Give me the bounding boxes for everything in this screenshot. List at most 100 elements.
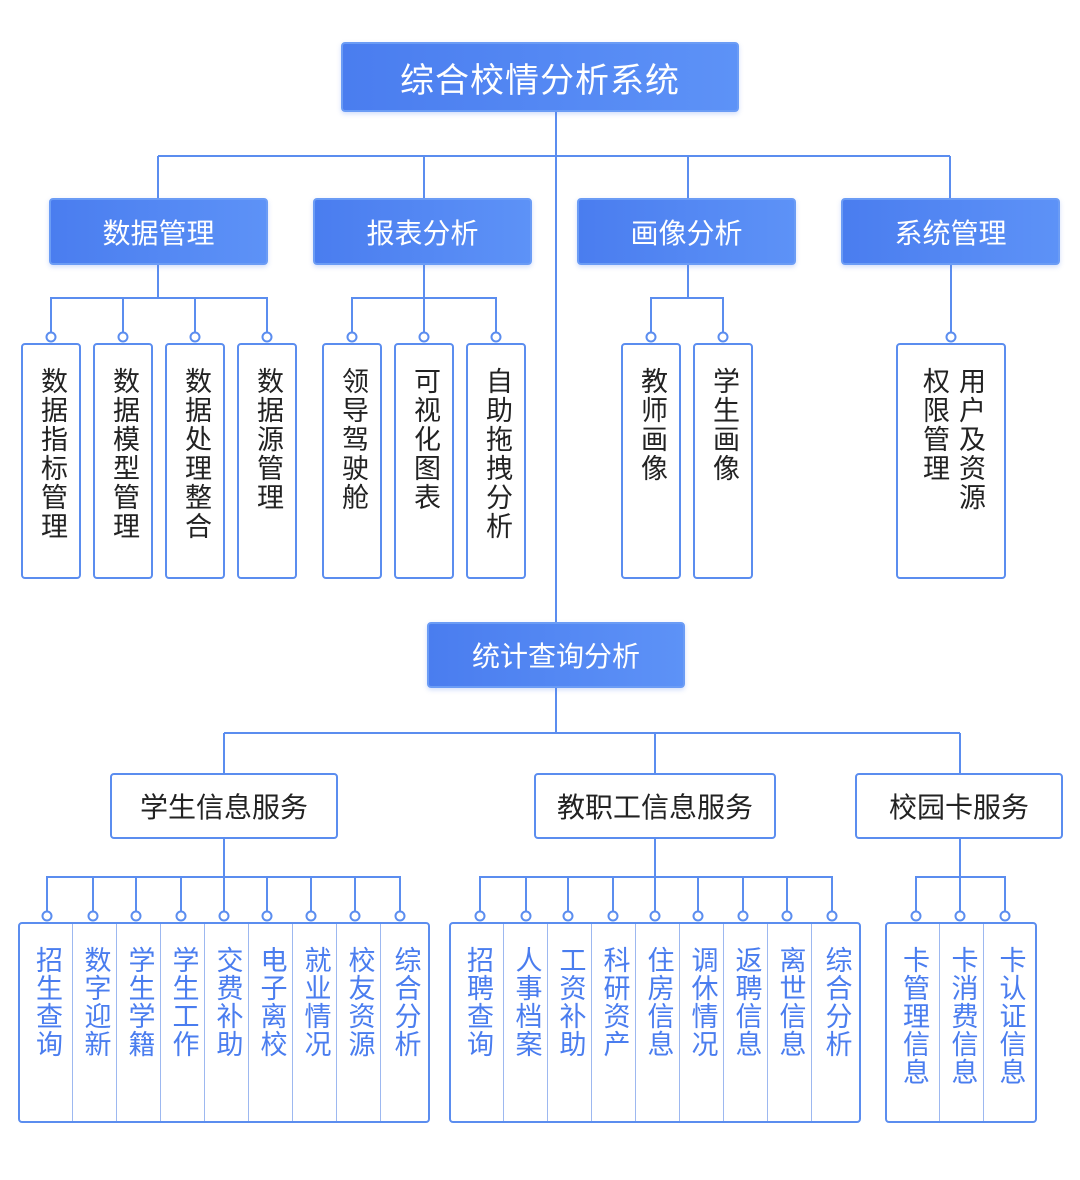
connector-dot — [261, 331, 273, 343]
connector-dot — [349, 910, 361, 922]
connector-line — [488, 297, 497, 306]
service-item: 科研资产 — [598, 946, 630, 1058]
leaf-label: 数据处理整合 — [180, 367, 211, 541]
connector-dot — [346, 331, 358, 343]
connector-dot — [218, 910, 230, 922]
divider — [380, 924, 381, 1121]
leaf-label: 自助拖拽分析 — [481, 367, 512, 541]
leaf-label: 可视化图表 — [409, 367, 440, 512]
connector-dot — [394, 910, 406, 922]
connector-line — [915, 876, 924, 885]
service-item: 调休情况 — [686, 946, 718, 1058]
leaf-data-model: 数据模型管理 — [93, 343, 153, 579]
connector-dot — [305, 910, 317, 922]
leaf-label: 学生画像 — [708, 367, 739, 483]
module-system-management: 系统管理 — [841, 198, 1060, 265]
module-portrait-analysis: 画像分析 — [577, 198, 796, 265]
connector-dot — [175, 910, 187, 922]
connector-dot — [117, 331, 129, 343]
leaf-label: 数据指标管理 — [36, 367, 67, 541]
connector-line — [479, 876, 488, 885]
divider — [336, 924, 337, 1121]
divider — [547, 924, 548, 1121]
leaf-label: 数据模型管理 — [108, 367, 139, 541]
connector-dot — [189, 331, 201, 343]
service-student: 学生信息服务 — [110, 773, 338, 839]
service-item: 学生学籍 — [123, 946, 155, 1058]
service-item: 交费补助 — [211, 946, 243, 1058]
divider — [939, 924, 940, 1121]
divider — [503, 924, 504, 1121]
service-item: 电子离校 — [255, 946, 287, 1058]
service-item: 卡认证信息 — [994, 946, 1026, 1086]
divider — [635, 924, 636, 1121]
divider — [591, 924, 592, 1121]
leaf-label: 用户及资源权限管理 — [918, 367, 985, 512]
staff-service-items: 招聘查询 人事档案 工资补助 科研资产 住房信息 调休情况 返聘信息 离世信息 … — [449, 922, 861, 1123]
connector-line — [392, 876, 401, 885]
service-item: 卡管理信息 — [898, 946, 929, 1086]
divider — [767, 924, 768, 1121]
service-item: 人事档案 — [510, 946, 542, 1058]
leaf-label: 教师画像 — [636, 367, 667, 483]
service-item: 离世信息 — [774, 946, 806, 1058]
leaf-data-indicator: 数据指标管理 — [21, 343, 81, 579]
service-staff: 教职工信息服务 — [534, 773, 776, 839]
connector-dot — [999, 910, 1011, 922]
divider — [204, 924, 205, 1121]
student-service-items: 招生查询 数字迎新 学生学籍 学生工作 交费补助 电子离校 就业情况 校友资源 … — [18, 922, 430, 1123]
connector-dot — [910, 910, 922, 922]
divider — [679, 924, 680, 1121]
divider — [292, 924, 293, 1121]
campus-card-items: 卡管理信息 卡消费信息 卡认证信息 — [885, 922, 1037, 1123]
leaf-cockpit: 领导驾驶舱 — [322, 343, 382, 579]
connector-dot — [826, 910, 838, 922]
service-item: 数字迎新 — [79, 946, 111, 1058]
connector-line — [997, 876, 1006, 885]
service-item: 住房信息 — [642, 946, 674, 1058]
connector-dot — [781, 910, 793, 922]
service-item: 工资补助 — [554, 946, 586, 1058]
service-item: 学生工作 — [167, 946, 199, 1058]
connector-line — [259, 297, 268, 306]
leaf-student-portrait: 学生画像 — [693, 343, 753, 579]
service-item: 招聘查询 — [462, 946, 493, 1058]
divider — [72, 924, 73, 1121]
service-item: 卡消费信息 — [946, 946, 978, 1086]
service-item: 招生查询 — [31, 946, 62, 1058]
connector-dot — [562, 910, 574, 922]
root-node: 综合校情分析系统 — [341, 42, 739, 112]
connector-dot — [607, 910, 619, 922]
leaf-teacher-portrait: 教师画像 — [621, 343, 681, 579]
connector-line — [715, 297, 724, 306]
connector-dot — [737, 910, 749, 922]
connector-dot — [945, 331, 957, 343]
connector-dot — [418, 331, 430, 343]
connector-dot — [130, 910, 142, 922]
connector-dot — [520, 910, 532, 922]
connector-dot — [954, 910, 966, 922]
connector-dot — [692, 910, 704, 922]
divider — [116, 924, 117, 1121]
service-item: 综合分析 — [389, 946, 421, 1058]
connector-dot — [87, 910, 99, 922]
connector-line — [351, 297, 360, 306]
connector-dot — [474, 910, 486, 922]
leaf-label: 数据源管理 — [252, 367, 283, 512]
divider — [723, 924, 724, 1121]
connector-dot — [645, 331, 657, 343]
connector-line — [824, 876, 833, 885]
service-campus-card: 校园卡服务 — [855, 773, 1063, 839]
connector-line — [650, 297, 659, 306]
connector-dot — [717, 331, 729, 343]
service-item: 校友资源 — [343, 946, 375, 1058]
service-item: 就业情况 — [299, 946, 331, 1058]
connector-dot — [41, 910, 53, 922]
leaf-visual-chart: 可视化图表 — [394, 343, 454, 579]
leaf-label: 领导驾驶舱 — [337, 367, 368, 512]
connector-dot — [649, 910, 661, 922]
divider — [983, 924, 984, 1121]
stats-node: 统计查询分析 — [427, 622, 685, 688]
module-data-management: 数据管理 — [49, 198, 268, 265]
